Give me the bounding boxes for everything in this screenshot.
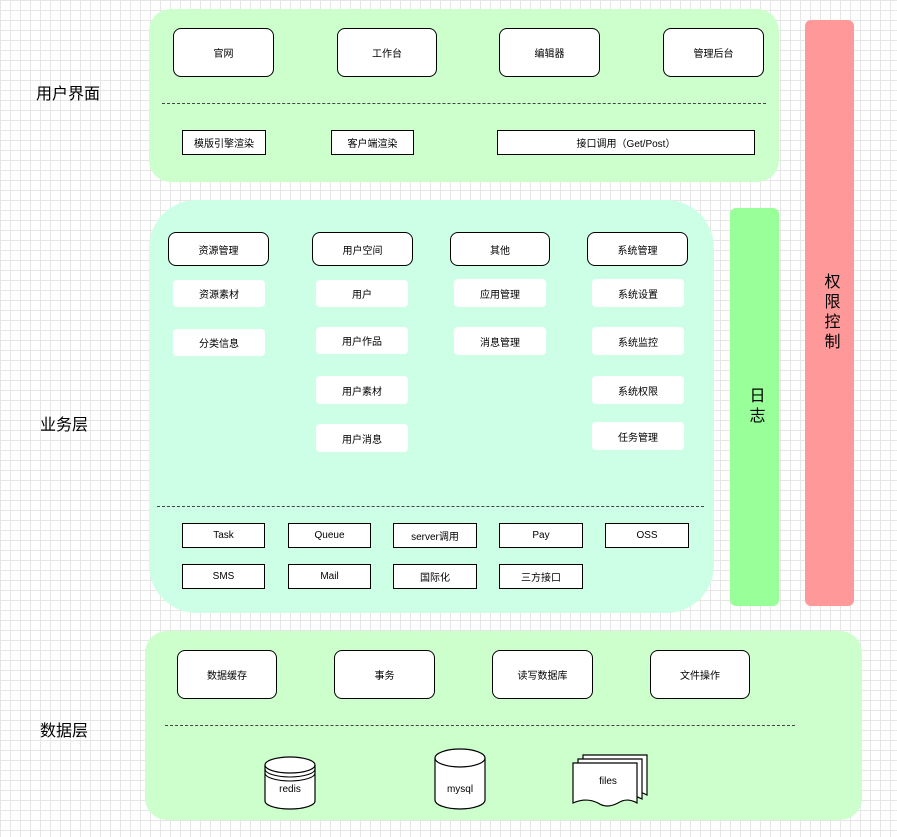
biz-item-resource-material: 资源素材: [173, 280, 265, 307]
log-bar-label: 日志: [746, 387, 764, 427]
service-i18n: 国际化: [393, 564, 477, 589]
data-box-file-ops: 文件操作: [650, 650, 750, 699]
biz-item-user-material: 用户素材: [316, 376, 408, 404]
biz-item-system-permission: 系统权限: [592, 376, 684, 404]
layer-label-business: 业务层: [40, 417, 89, 434]
ui-box-workbench: 工作台: [337, 28, 437, 77]
biz-item-message-management: 消息管理: [454, 327, 546, 355]
biz-item-user: 用户: [316, 280, 408, 307]
service-mail: Mail: [288, 564, 371, 589]
permission-control-label: 权限控制: [821, 273, 839, 353]
data-divider: [165, 725, 795, 726]
service-server-call: server调用: [393, 523, 477, 548]
ui-box-editor: 编辑器: [499, 28, 600, 77]
ui-box-client-render: 客户端渲染: [331, 130, 414, 155]
ui-box-official-site: 官网: [173, 28, 274, 77]
redis-cylinder-icon: redis: [264, 756, 316, 810]
biz-item-app-management: 应用管理: [454, 279, 546, 307]
service-pay: Pay: [499, 523, 583, 548]
data-box-cache: 数据缓存: [177, 650, 277, 699]
mysql-cylinder-icon: mysql: [434, 748, 486, 810]
mysql-label: mysql: [447, 784, 473, 795]
biz-header-user-space: 用户空间: [312, 232, 413, 266]
business-divider: [157, 506, 704, 507]
biz-header-resources: 资源管理: [168, 232, 269, 266]
service-oss: OSS: [605, 523, 689, 548]
biz-item-system-monitor: 系统监控: [592, 327, 684, 355]
files-stack-icon: files: [572, 754, 648, 807]
redis-label: redis: [279, 784, 301, 795]
biz-item-user-works: 用户作品: [316, 327, 408, 354]
service-third-party-api: 三方接口: [499, 564, 583, 589]
ui-box-api-call: 接口调用（Get/Post）: [497, 130, 755, 155]
ui-divider: [162, 103, 766, 104]
data-box-transaction: 事务: [334, 650, 435, 699]
biz-header-others: 其他: [450, 232, 550, 266]
data-box-rw-database: 读写数据库: [492, 650, 593, 699]
service-sms: SMS: [182, 564, 265, 589]
biz-item-user-message: 用户消息: [316, 424, 408, 452]
biz-header-system: 系统管理: [587, 232, 688, 266]
layer-label-data: 数据层: [40, 723, 89, 740]
biz-item-system-settings: 系统设置: [592, 279, 684, 307]
biz-item-category-info: 分类信息: [173, 329, 265, 356]
ui-box-admin: 管理后台: [663, 28, 764, 77]
service-task: Task: [182, 523, 265, 548]
files-label: files: [599, 776, 617, 787]
ui-box-template-render: 模版引擎渲染: [182, 130, 266, 155]
biz-item-task-management: 任务管理: [592, 422, 684, 450]
service-queue: Queue: [288, 523, 371, 548]
permission-control-bar: 权限控制: [805, 20, 854, 606]
log-bar: 日志: [730, 208, 779, 606]
layer-label-ui: 用户界面: [36, 86, 101, 103]
